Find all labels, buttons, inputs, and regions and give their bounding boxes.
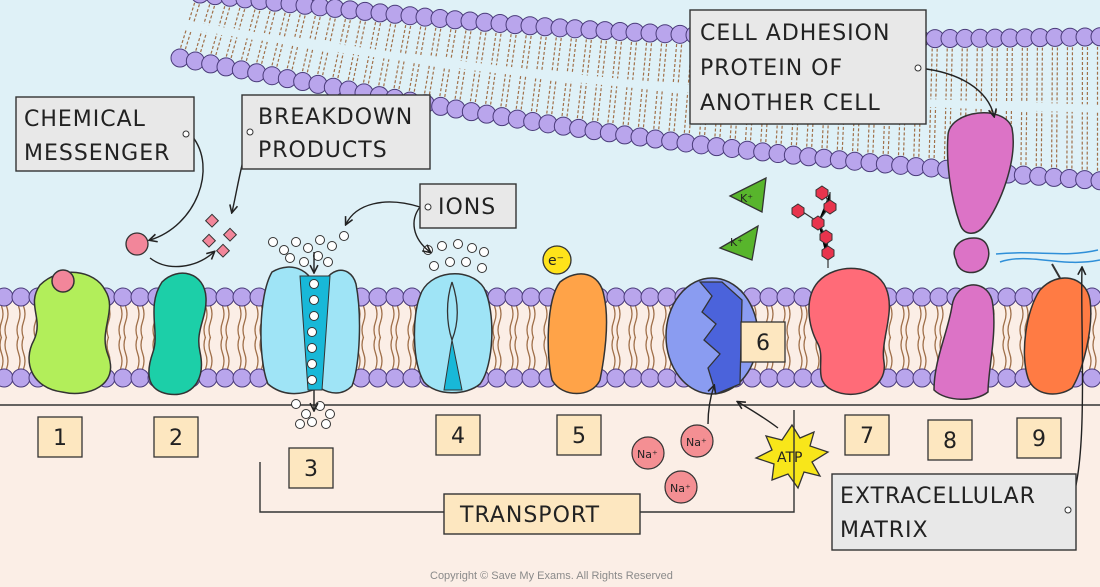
svg-text:PRODUCTS: PRODUCTS bbox=[258, 138, 388, 163]
svg-text:EXTRACELLULAR: EXTRACELLULAR bbox=[840, 484, 1036, 509]
svg-text:CHEMICAL: CHEMICAL bbox=[24, 107, 146, 132]
svg-text:Na⁺: Na⁺ bbox=[670, 482, 691, 495]
cell-adhesion-protein-8 bbox=[933, 112, 1014, 400]
electron-label: e⁻ bbox=[548, 253, 564, 269]
sodium-ion-1: Na⁺ bbox=[631, 436, 665, 470]
label-ions: IONS bbox=[419, 183, 517, 229]
svg-text:MATRIX: MATRIX bbox=[840, 518, 929, 543]
channel-protein-3 bbox=[260, 266, 361, 395]
sodium-ion-3: Na⁺ bbox=[664, 470, 698, 504]
number-label-3: 3 bbox=[304, 457, 318, 482]
ions-above-channel-4 bbox=[423, 239, 489, 273]
svg-text:TRANSPORT: TRANSPORT bbox=[459, 503, 600, 528]
number-box-2: 2 bbox=[153, 416, 199, 458]
number-label-7: 7 bbox=[860, 424, 874, 449]
number-box-1: 1 bbox=[37, 416, 83, 458]
atp-burst: ATP bbox=[754, 423, 830, 490]
protein-2 bbox=[148, 272, 207, 396]
potassium-ion-1: K⁺ bbox=[728, 176, 767, 213]
number-box-8: 8 bbox=[927, 419, 973, 461]
number-box-5: 5 bbox=[556, 414, 602, 456]
number-box-7: 7 bbox=[844, 414, 890, 456]
label-chemical-messenger: CHEMICAL MESSENGER bbox=[15, 96, 195, 172]
gated-channel-protein-4 bbox=[413, 273, 493, 394]
copyright-text: Copyright © Save My Exams. All Rights Re… bbox=[430, 570, 673, 582]
label-breakdown-products: BREAKDOWN PRODUCTS bbox=[241, 94, 431, 170]
protein-5: e⁻ bbox=[542, 245, 608, 395]
chemical-messenger-molecule bbox=[125, 232, 149, 256]
svg-text:ATP: ATP bbox=[777, 450, 802, 466]
glycoprotein-7 bbox=[791, 185, 891, 395]
receptor-protein-1 bbox=[28, 269, 112, 395]
pump-protein-6 bbox=[665, 277, 759, 395]
svg-text:IONS: IONS bbox=[438, 195, 496, 220]
number-label-1: 1 bbox=[53, 426, 67, 451]
breakdown-products bbox=[201, 213, 238, 258]
svg-text:PROTEIN OF: PROTEIN OF bbox=[700, 56, 843, 81]
number-label-6: 6 bbox=[756, 331, 770, 356]
label-extracellular-matrix: EXTRACELLULAR MATRIX bbox=[831, 473, 1077, 551]
protein-number-boxes: 1 2 3 4 5 6 7 8 9 bbox=[37, 321, 1062, 489]
svg-text:BREAKDOWN: BREAKDOWN bbox=[258, 105, 413, 130]
transport-bracket bbox=[259, 410, 795, 513]
svg-text:CELL ADHESION: CELL ADHESION bbox=[700, 21, 890, 46]
svg-text:MESSENGER: MESSENGER bbox=[24, 141, 170, 166]
svg-text:ANOTHER CELL: ANOTHER CELL bbox=[700, 91, 881, 116]
svg-text:Na⁺: Na⁺ bbox=[637, 448, 658, 461]
ions-in-channel-3 bbox=[307, 279, 319, 385]
svg-text:K⁺: K⁺ bbox=[730, 236, 743, 249]
ions-below-channel-3 bbox=[291, 399, 335, 429]
label-cell-adhesion: CELL ADHESION PROTEIN OF ANOTHER CELL bbox=[689, 9, 927, 125]
number-label-2: 2 bbox=[169, 426, 183, 451]
number-box-4: 4 bbox=[435, 414, 481, 456]
number-label-9: 9 bbox=[1032, 427, 1046, 452]
number-box-6: 6 bbox=[740, 321, 786, 363]
number-label-8: 8 bbox=[943, 429, 957, 454]
ions-above-channel-3 bbox=[268, 231, 349, 267]
number-label-4: 4 bbox=[451, 424, 465, 449]
number-label-5: 5 bbox=[572, 424, 586, 449]
sodium-ion-2: Na⁺ bbox=[680, 424, 714, 458]
number-box-3: 3 bbox=[288, 447, 334, 489]
potassium-ion-2: K⁺ bbox=[718, 224, 759, 261]
svg-text:Na⁺: Na⁺ bbox=[686, 436, 707, 449]
electron-circle bbox=[542, 245, 572, 275]
svg-text:K⁺: K⁺ bbox=[740, 192, 753, 205]
label-transport: TRANSPORT bbox=[443, 493, 641, 535]
number-box-9: 9 bbox=[1016, 417, 1062, 459]
